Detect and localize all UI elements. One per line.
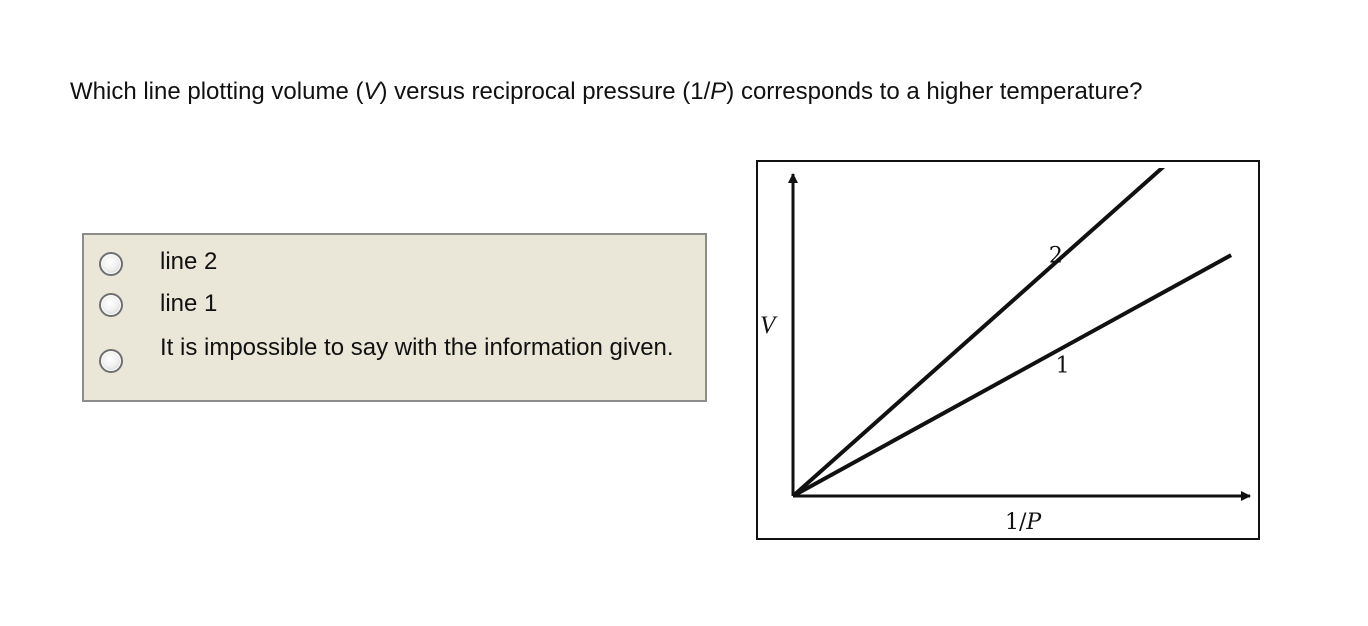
- choice-line-1[interactable]: line 1: [84, 291, 705, 323]
- radio-button-line-1[interactable]: [99, 293, 123, 317]
- choice-label-line-2: line 2: [160, 248, 218, 275]
- series-label-2: 2: [1049, 243, 1063, 268]
- question-var-p: P: [710, 78, 727, 105]
- series-label-1: 1: [1056, 354, 1070, 379]
- answer-choices: line 2 line 1 It is impossible to say wi…: [82, 233, 707, 402]
- question-part-1: Which line plotting volume (: [70, 78, 364, 105]
- radio-button-impossible[interactable]: [99, 349, 123, 373]
- y-axis-label: V: [760, 312, 778, 339]
- choice-line-2[interactable]: line 2: [84, 249, 705, 281]
- choice-label-line-1: line 1: [160, 290, 218, 317]
- question-var-v: V: [363, 78, 380, 105]
- series-line-2: [793, 168, 1166, 498]
- choice-impossible[interactable]: It is impossible to say with the informa…: [84, 335, 705, 391]
- radio-button-line-2[interactable]: [99, 252, 123, 276]
- x-axis-label-p: P: [1025, 510, 1042, 535]
- x-axis-label: 1/P: [1005, 510, 1042, 535]
- series-line-1: [793, 253, 1233, 498]
- question-part-2: ) versus reciprocal pressure (1/: [379, 78, 711, 105]
- choice-label-impossible: It is impossible to say with the informa…: [160, 334, 674, 361]
- volume-vs-reciprocal-pressure-chart: 1 2 V 1/P: [760, 168, 1251, 535]
- graph-frame: 1 2 V 1/P: [756, 160, 1260, 540]
- question-part-3: ) corresponds to a higher temperature?: [726, 78, 1143, 105]
- question-text: Which line plotting volume (V) versus re…: [70, 76, 1143, 108]
